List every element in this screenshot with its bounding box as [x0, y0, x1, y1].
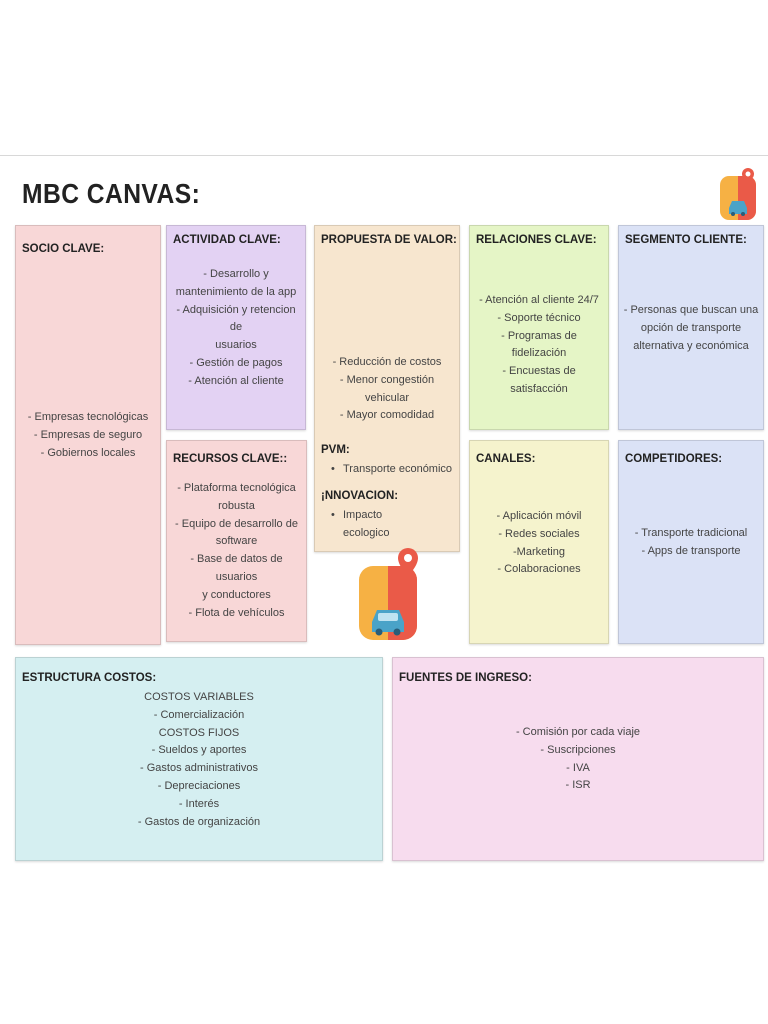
- list-item: - Encuestas de satisfacción: [502, 365, 576, 395]
- segmento-cliente-header: SEGMENTO CLIENTE:: [625, 234, 747, 246]
- list-item: - Flota de vehículos: [188, 606, 285, 619]
- competidores-box: COMPETIDORES: - Transporte tradicional -…: [618, 440, 764, 644]
- list-item: - Interés: [178, 797, 220, 810]
- list-item: - Gestión de pagos: [189, 356, 283, 369]
- segmento-cliente-list: - Personas que buscan una opción de tran…: [619, 302, 763, 355]
- fuentes-ingreso-box: FUENTES DE INGRESO: - Comisión por cada …: [392, 657, 764, 861]
- list-item: - Comisión por cada viaje: [515, 726, 641, 738]
- list-item: - Atención al cliente 24/7: [479, 294, 599, 306]
- actividad-clave-header: ACTIVIDAD CLAVE:: [173, 234, 281, 246]
- list-item: - Mayor comodidad: [339, 409, 435, 422]
- competidores-header: COMPETIDORES:: [625, 453, 723, 465]
- recursos-clave-list: - Plataforma tecnológica robusta - Equip…: [167, 480, 306, 622]
- list-item: - Gobiernos locales: [40, 446, 136, 459]
- list-item: usuarios: [215, 339, 257, 352]
- socio-clave-header: SOCIO CLAVE:: [22, 243, 105, 255]
- estructura-costos-header: ESTRUCTURA COSTOS:: [22, 672, 157, 684]
- list-item: - Base de datos de usuarios: [190, 553, 283, 583]
- list-item: - Aplicación móvil: [496, 510, 582, 522]
- list-item: - Apps de transporte: [641, 544, 741, 557]
- list-item: - Atención al cliente: [188, 374, 284, 387]
- list-item: - Suscripciones: [540, 743, 616, 756]
- list-item: mantenimiento de la app: [175, 285, 297, 298]
- list-item: - Menor congestión: [339, 373, 435, 386]
- canales-header: CANALES:: [476, 453, 536, 465]
- relaciones-clave-header: RELACIONES CLAVE:: [476, 234, 597, 246]
- relaciones-clave-box: RELACIONES CLAVE: - Atención al cliente …: [469, 225, 609, 430]
- list-item: - Redes sociales: [498, 527, 580, 540]
- list-item: vehicular: [364, 391, 410, 404]
- list-item: - Plataforma tecnológica: [177, 482, 296, 494]
- socio-clave-box: SOCIO CLAVE: - Empresas tecnológicas - E…: [15, 225, 161, 645]
- list-item: - Adquisición y retencion de: [176, 303, 296, 334]
- list-item: alternativa y económica: [633, 339, 749, 352]
- innovacion-header: ¡NNOVACION:: [321, 490, 399, 502]
- innovacion-item: •Impacto ecologico: [331, 509, 390, 539]
- segmento-cliente-box: SEGMENTO CLIENTE: - Personas que buscan …: [618, 225, 764, 430]
- list-item: opción de transporte: [640, 321, 742, 334]
- fuentes-ingreso-header: FUENTES DE INGRESO:: [399, 672, 532, 684]
- app-logo-icon: [720, 168, 756, 220]
- list-item: robusta: [218, 499, 255, 512]
- canales-list: - Aplicación móvil - Redes sociales -Mar…: [470, 508, 608, 579]
- list-item: - Reducción de costos: [332, 356, 442, 368]
- list-item: - Desarrollo y: [203, 268, 269, 280]
- list-item: - Empresas tecnológicas: [27, 411, 149, 423]
- pvm-header: PVM:: [321, 444, 350, 456]
- list-item: COSTOS FIJOS: [158, 726, 240, 739]
- list-item: -Marketing: [513, 545, 565, 558]
- list-item: - Colaboraciones: [497, 563, 581, 576]
- recursos-clave-box: RECURSOS CLAVE:: - Plataforma tecnológic…: [166, 440, 307, 642]
- estructura-costos-box: ESTRUCTURA COSTOS: COSTOS VARIABLES - Co…: [15, 657, 383, 861]
- propuesta-valor-header: PROPUESTA DE VALOR:: [321, 234, 457, 246]
- canales-box: CANALES: - Aplicación móvil - Redes soci…: [469, 440, 609, 644]
- list-item: - Gastos de organización: [137, 815, 261, 828]
- list-item: - Empresas de seguro: [33, 428, 143, 441]
- list-item: - Comercialización: [153, 708, 245, 721]
- list-item: - Sueldos y aportes: [151, 744, 247, 757]
- list-item: - ISR: [565, 779, 591, 792]
- app-logo-icon-large: [359, 548, 418, 640]
- list-item: - IVA: [566, 761, 590, 774]
- estructura-costos-list: COSTOS VARIABLES - Comercialización COST…: [16, 689, 382, 831]
- page-title: MBC CANVAS:: [22, 178, 201, 209]
- relaciones-clave-list: - Atención al cliente 24/7 - Soporte téc…: [470, 292, 608, 399]
- list-item: y conductores: [202, 588, 271, 601]
- list-item: - Soporte técnico: [497, 311, 581, 324]
- list-item: software: [215, 535, 258, 548]
- pvm-item: •Transporte económico: [331, 463, 453, 475]
- recursos-clave-header: RECURSOS CLAVE::: [173, 453, 288, 465]
- actividad-clave-list: - Desarrollo y mantenimiento de la app -…: [167, 266, 305, 391]
- list-item: - Programas de fidelización: [501, 329, 577, 360]
- list-item: - Depreciaciones: [157, 779, 241, 792]
- competidores-list: - Transporte tradicional - Apps de trans…: [619, 525, 763, 561]
- propuesta-valor-box: PROPUESTA DE VALOR: - Reducción de costo…: [314, 225, 460, 552]
- propuesta-valor-list: - Reducción de costos - Menor congestión…: [315, 354, 459, 425]
- socio-clave-list: - Empresas tecnológicas - Empresas de se…: [16, 409, 160, 462]
- list-item: - Transporte tradicional: [634, 527, 748, 539]
- actividad-clave-box: ACTIVIDAD CLAVE: - Desarrollo y mantenim…: [166, 225, 306, 430]
- list-item: - Equipo de desarrollo de: [175, 517, 298, 530]
- list-item: COSTOS VARIABLES: [144, 691, 254, 703]
- fuentes-ingreso-list: - Comisión por cada viaje - Suscripcione…: [393, 724, 763, 795]
- top-divider: [0, 155, 768, 156]
- list-item: - Personas que buscan una: [623, 304, 759, 316]
- list-item: - Gastos administrativos: [140, 762, 258, 775]
